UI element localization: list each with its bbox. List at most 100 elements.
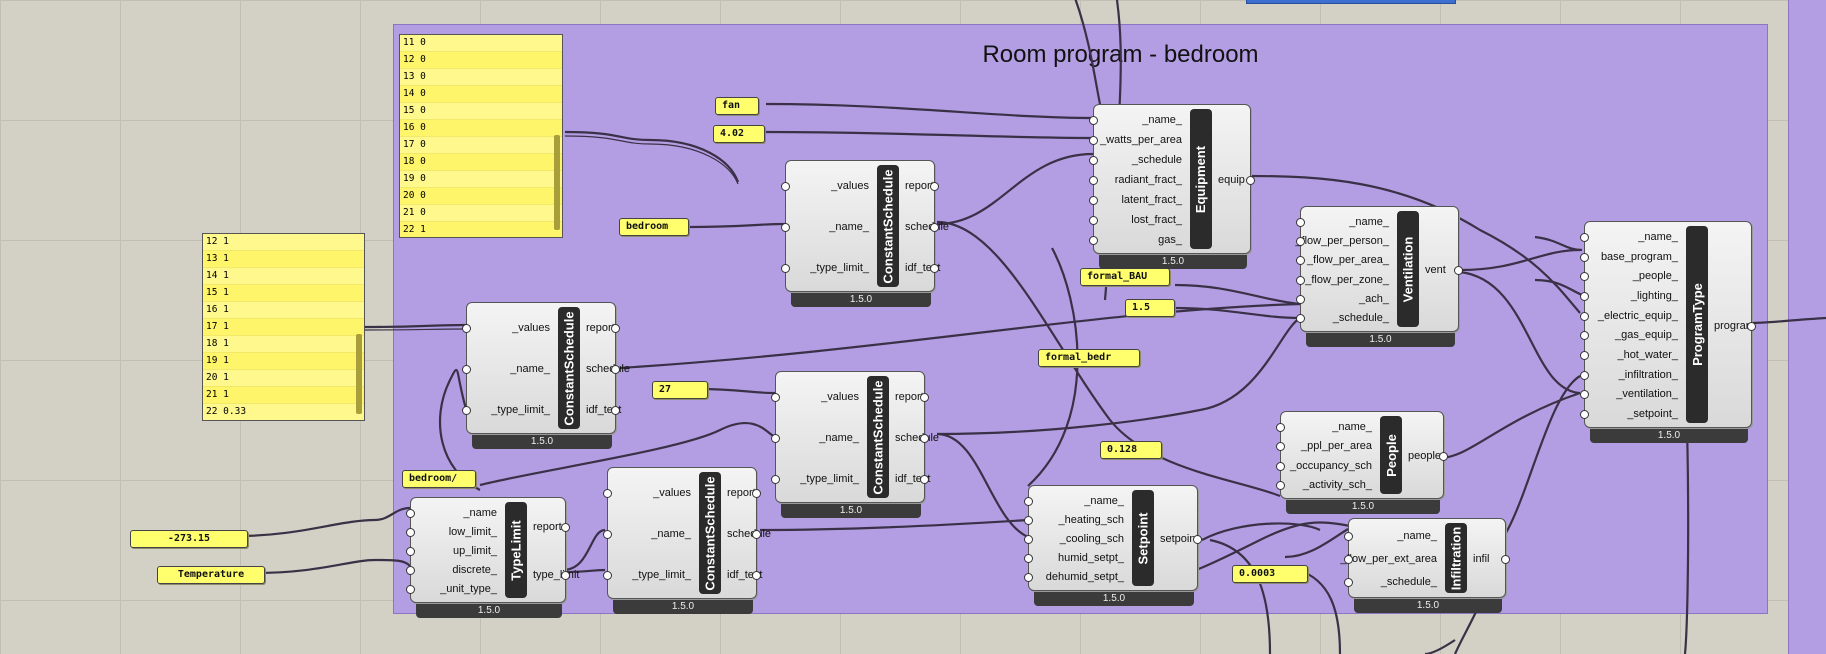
input-gasequip[interactable]: _gas_equip_ <box>1614 329 1678 342</box>
input-grip[interactable] <box>1024 496 1033 506</box>
output-people[interactable]: people <box>1408 450 1442 462</box>
input-name[interactable]: _name_ <box>1349 215 1389 228</box>
component-title-bar[interactable]: ConstantSchedule <box>558 307 580 429</box>
input-grip[interactable] <box>1296 217 1305 227</box>
input-values[interactable]: _values <box>821 391 859 404</box>
formal-bau-param[interactable]: formal_BAU <box>1080 268 1170 286</box>
input-pplperarea[interactable]: _ppl_per_area <box>1301 440 1372 453</box>
input-grip[interactable] <box>406 527 415 537</box>
input-grip[interactable] <box>1089 196 1098 205</box>
input-grip[interactable] <box>1580 252 1589 262</box>
people-component[interactable]: _name__ppl_per_area_occupancy_sch_activi… <box>1276 411 1448 499</box>
input-grip[interactable] <box>1276 461 1285 471</box>
output-schedule[interactable]: schedule <box>727 528 772 540</box>
input-lighting[interactable]: _lighting_ <box>1630 289 1678 302</box>
component-title-bar[interactable]: TypeLimit <box>505 502 527 598</box>
constant-schedule-2[interactable]: _values_name__type_limit_ConstantSchedul… <box>462 302 630 434</box>
fan-param[interactable]: fan <box>715 97 759 115</box>
output-grip[interactable] <box>752 489 761 499</box>
input-grip[interactable] <box>781 182 790 192</box>
input-typelimit[interactable]: _type_limit_ <box>491 403 550 416</box>
input-grip[interactable] <box>603 489 612 499</box>
output-grip[interactable] <box>930 263 939 273</box>
output-grip[interactable] <box>611 324 620 334</box>
bedroom-ventile-param[interactable]: bedroom/ /ventile <box>402 470 476 488</box>
output-report[interactable]: report <box>905 180 934 193</box>
output-grip[interactable] <box>1246 176 1255 185</box>
output-grip[interactable] <box>561 571 570 580</box>
input-grip[interactable] <box>406 566 415 576</box>
input-flowperperson[interactable]: _flow_per_person_ <box>1295 235 1389 247</box>
output-schedule[interactable]: schedule <box>586 363 631 375</box>
input-grip[interactable] <box>1580 390 1589 400</box>
input-schedule[interactable]: _schedule <box>1131 154 1182 166</box>
input-grip[interactable] <box>1296 295 1305 304</box>
input-uplimit[interactable]: up_limit_ <box>452 545 497 557</box>
input-name[interactable]: _name <box>463 506 497 519</box>
input-grip[interactable] <box>1344 578 1353 588</box>
infiltration-component[interactable]: _name__flow_per_ext_area_schedule_Infilt… <box>1340 518 1510 598</box>
ventilation-component[interactable]: _name__flow_per_person__flow_per_area__f… <box>1295 206 1463 332</box>
input-heatingsch[interactable]: _heating_sch <box>1058 513 1124 526</box>
constant-schedule-3[interactable]: _values_name__type_limit_ConstantSchedul… <box>771 371 939 503</box>
input-typelimit[interactable]: _type_limit_ <box>810 261 869 274</box>
output-program[interactable]: program <box>1714 319 1755 332</box>
output-grip[interactable] <box>611 365 620 374</box>
output-setpoint[interactable]: setpoint <box>1160 533 1199 545</box>
input-grip[interactable] <box>1580 410 1589 420</box>
input-grip[interactable] <box>1344 531 1353 541</box>
input-name[interactable]: _name_ <box>829 221 869 233</box>
input-setpoint[interactable]: _setpoint_ <box>1627 408 1678 421</box>
unit-type-param[interactable]: Temperature <box>157 566 265 584</box>
input-grip[interactable] <box>771 474 780 484</box>
output-report[interactable]: report <box>727 487 756 500</box>
input-grip[interactable] <box>1580 291 1589 301</box>
input-grip[interactable] <box>771 434 780 443</box>
component-title-bar[interactable]: Ventilation <box>1397 211 1419 327</box>
component-title-bar[interactable]: People <box>1380 416 1402 494</box>
input-name[interactable]: _name_ <box>1638 230 1678 243</box>
input-grip[interactable] <box>1296 314 1305 324</box>
input-gas[interactable]: gas_ <box>1158 234 1182 246</box>
output-equip[interactable]: equip <box>1218 174 1245 186</box>
component-title-bar[interactable]: ConstantSchedule <box>867 376 889 498</box>
formal-bedroom-param[interactable]: formal_bedr _oom <box>1038 349 1140 367</box>
output-grip[interactable] <box>930 223 939 232</box>
input-grip[interactable] <box>1276 422 1285 432</box>
constant-schedule-4[interactable]: _values_name__type_limit_ConstantSchedul… <box>603 467 771 599</box>
input-grip[interactable] <box>1580 232 1589 242</box>
input-grip[interactable] <box>1089 216 1098 225</box>
input-lostfract[interactable]: lost_fract_ <box>1131 214 1182 226</box>
input-humidsetpt[interactable]: humid_setpt_ <box>1057 552 1124 565</box>
input-values[interactable]: _values <box>512 322 550 335</box>
input-people[interactable]: _people_ <box>1632 270 1678 283</box>
input-grip[interactable] <box>1089 136 1098 145</box>
input-coolingsch[interactable]: _cooling_sch <box>1059 533 1124 545</box>
input-dehumidsetpt[interactable]: dehumid_setpt_ <box>1045 571 1124 584</box>
output-schedule[interactable]: schedule <box>905 221 950 233</box>
input-occupancysch[interactable]: _occupancy_sch <box>1290 459 1372 472</box>
input-grip[interactable] <box>1344 555 1353 564</box>
input-infiltration[interactable]: _infiltration_ <box>1618 368 1678 381</box>
input-radiantfract[interactable]: radiant_fract_ <box>1114 174 1182 186</box>
input-ach[interactable]: _ach_ <box>1359 293 1389 305</box>
output-schedule[interactable]: schedule <box>895 432 940 444</box>
ppl-per-area-param[interactable]: 0.128 <box>1100 441 1162 459</box>
input-grip[interactable] <box>1089 156 1098 165</box>
input-discrete[interactable]: discrete_ <box>452 564 497 577</box>
input-grip[interactable] <box>603 570 612 580</box>
input-typelimit[interactable]: _type_limit_ <box>632 568 691 581</box>
input-grip[interactable] <box>1089 176 1098 185</box>
output-grip[interactable] <box>1193 535 1202 544</box>
output-grip[interactable] <box>611 405 620 415</box>
panel-scrollbar[interactable] <box>554 135 560 230</box>
input-name[interactable]: _name_ <box>1397 529 1437 542</box>
component-title-bar[interactable]: ProgramType <box>1686 226 1708 423</box>
input-grip[interactable] <box>1024 573 1033 583</box>
input-values[interactable]: _values <box>653 487 691 500</box>
input-grip[interactable] <box>1580 370 1589 380</box>
input-grip[interactable] <box>1580 351 1589 361</box>
